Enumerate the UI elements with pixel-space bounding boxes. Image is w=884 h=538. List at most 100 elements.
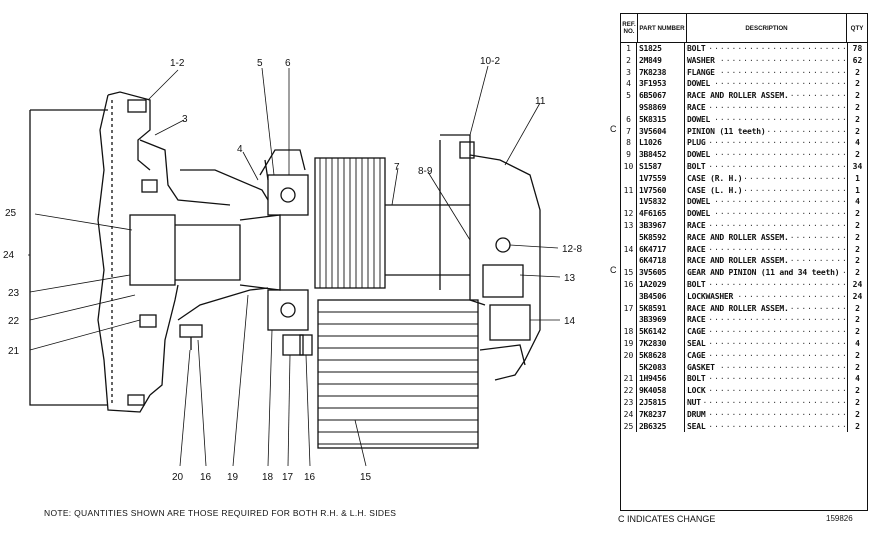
row-ref: 6 — [621, 113, 637, 126]
row-ref: 10 — [621, 160, 637, 173]
row-part-number: 4F6165 — [637, 208, 685, 220]
row-description: ········································… — [685, 267, 847, 279]
row-description-text: FLANGE — [687, 67, 717, 77]
row-description-text: WASHER — [687, 55, 717, 65]
row-qty: 2 — [847, 314, 867, 327]
row-ref: 2 — [621, 54, 637, 67]
row-description-text: DOWEL — [687, 209, 713, 219]
row-qty: 62 — [847, 54, 867, 67]
row-ref: 13 — [621, 219, 637, 232]
table-row: 43F1953·································… — [621, 78, 867, 91]
table-row: 93B8452·································… — [621, 149, 867, 161]
row-description: ········································… — [685, 327, 847, 337]
table-row: 197K2830································… — [621, 337, 867, 350]
row-description: ········································… — [685, 102, 847, 112]
callout-25: 25 — [5, 208, 17, 219]
row-ref: 3 — [621, 66, 637, 79]
row-ref: 19 — [621, 337, 637, 350]
table-row: 1S1825··································… — [621, 43, 867, 55]
callout-8-9: 8-9 — [418, 166, 433, 177]
row-ref: 9 — [621, 149, 637, 161]
row-description-text: DOWEL — [687, 79, 713, 89]
row-description: ········································… — [685, 362, 847, 372]
row-ref — [621, 101, 637, 114]
row-qty: 2 — [847, 267, 867, 279]
row-part-number: 9K4058 — [637, 385, 685, 397]
row-qty: 2 — [847, 113, 867, 126]
callout-1-2: 1-2 — [170, 58, 185, 69]
change-legend: C INDICATES CHANGE — [618, 514, 716, 524]
row-description-text: NUT — [687, 397, 703, 407]
row-description-text: RACE AND ROLLER ASSEM. — [687, 232, 791, 242]
row-description: ········································… — [685, 197, 847, 207]
table-body: 1S1825··································… — [621, 43, 867, 433]
row-ref: 25 — [621, 420, 637, 433]
row-description: ········································… — [685, 338, 847, 348]
row-qty: 24 — [847, 278, 867, 291]
row-part-number: 5K2083 — [637, 361, 685, 374]
row-description: ········································… — [685, 350, 847, 360]
callout-23: 23 — [8, 288, 20, 299]
row-description-text: DRUM — [687, 409, 708, 419]
row-description-text: BOLT — [687, 279, 708, 289]
row-part-number: 1V5832 — [637, 196, 685, 209]
table-row: 10S1587·································… — [621, 160, 867, 173]
row-qty: 2 — [847, 78, 867, 91]
row-description-text: BOLT — [687, 161, 708, 171]
row-ref: 21 — [621, 373, 637, 386]
table-row: 124F6165································… — [621, 208, 867, 220]
row-description: ········································… — [685, 409, 847, 419]
row-description: ········································… — [685, 79, 847, 89]
table-row: 111V7560································… — [621, 184, 867, 197]
row-ref: 24 — [621, 408, 637, 421]
table-row: 3B4506··································… — [621, 290, 867, 303]
row-description: ········································… — [685, 67, 847, 77]
row-qty: 78 — [847, 43, 867, 55]
row-ref: 1 — [621, 43, 637, 55]
row-qty: 2 — [847, 243, 867, 256]
table-header: REF. NO. PART NUMBER DESCRIPTION QTY — [621, 14, 867, 43]
row-part-number: 1H9456 — [637, 373, 685, 386]
row-part-number: 3V5605 — [637, 267, 685, 279]
row-part-number: 5K6142 — [637, 326, 685, 338]
callout-17: 17 — [282, 472, 294, 483]
header-part-number: PART NUMBER — [638, 14, 687, 42]
row-part-number: L1026 — [637, 137, 685, 150]
row-description: ········································… — [685, 220, 847, 230]
row-description: ········································… — [685, 232, 847, 244]
row-part-number: 5K8315 — [637, 113, 685, 126]
table-row: 37K8238·································… — [621, 66, 867, 79]
row-ref: 20 — [621, 349, 637, 362]
table-row: 8L1026··································… — [621, 137, 867, 150]
row-ref: 7 — [621, 125, 637, 138]
row-description-text: PINION (11 teeth) — [687, 126, 768, 136]
row-description: ········································… — [685, 185, 847, 195]
table-row: 205K8628································… — [621, 349, 867, 362]
table-row: 146K4717································… — [621, 243, 867, 256]
row-qty: 2 — [847, 349, 867, 362]
callout-4: 4 — [237, 144, 243, 155]
change-mark: C — [610, 123, 617, 134]
row-description-text: RACE AND ROLLER ASSEM. — [687, 303, 791, 313]
row-description-text: RACE AND ROLLER ASSEM. — [687, 91, 791, 101]
row-description: ········································… — [685, 161, 847, 171]
row-qty: 4 — [847, 196, 867, 209]
row-qty: 2 — [847, 66, 867, 79]
row-qty: 2 — [847, 219, 867, 232]
row-ref: 18 — [621, 326, 637, 338]
table-row: 133B3967································… — [621, 219, 867, 232]
callout-22: 22 — [8, 316, 20, 327]
row-part-number: 5K8592 — [637, 231, 685, 244]
row-part-number: 9S8869 — [637, 101, 685, 114]
header-description: DESCRIPTION — [687, 14, 847, 42]
callout-21: 21 — [8, 346, 20, 357]
row-ref: 8 — [621, 137, 637, 150]
row-qty: 4 — [847, 373, 867, 386]
reference-number: 159826 — [826, 514, 853, 523]
table-row: 56B5067·································… — [621, 90, 867, 102]
table-row: 1V7559··································… — [621, 172, 867, 185]
row-part-number: 2B6325 — [637, 420, 685, 433]
table-row: 229K4058································… — [621, 385, 867, 397]
table-row: 211H9456································… — [621, 373, 867, 386]
table-row: 185K6142································… — [621, 326, 867, 338]
